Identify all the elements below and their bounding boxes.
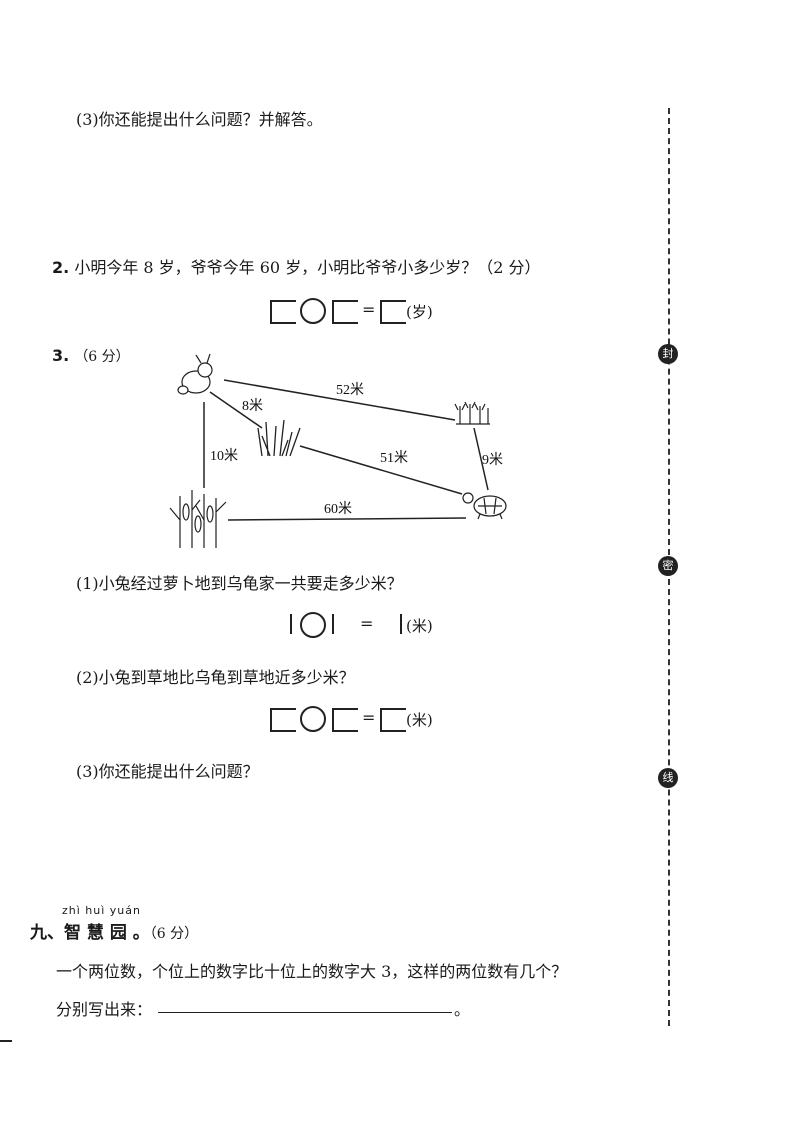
binding-badge-2: 密 — [658, 556, 678, 576]
q3-heading: 3. （6 分） — [52, 346, 130, 366]
line-rabbit-grass — [209, 391, 263, 429]
q2-unit: (岁) — [406, 303, 433, 321]
section9-pinyin: zhì huì yuán — [62, 904, 141, 917]
q3-sub1-answer-box-3[interactable] — [400, 614, 408, 634]
section9-title: 九、智 慧 园 。 — [30, 923, 150, 943]
q2-operator-circle[interactable] — [300, 298, 326, 324]
q3-sub2-unit: (米) — [406, 711, 433, 729]
radish-field-icon — [454, 401, 490, 425]
q3-sub3-text: (3)你还能提出什么问题？ — [76, 762, 259, 781]
q3-sub2-answer-box-2[interactable] — [332, 708, 358, 732]
q3-sub2-operator-circle[interactable] — [300, 706, 326, 732]
binding-badge-3: 线 — [658, 768, 678, 788]
label-radish-turtle: 9米 — [482, 452, 503, 468]
q3-sub2-answer-box-1[interactable] — [270, 708, 296, 732]
section9-score: （6 分） — [149, 926, 199, 942]
label-rabbit-turtle: 52米 — [336, 382, 364, 398]
q3-sub1-text: (1)小兔经过萝卜地到乌龟家一共要走多少米？ — [76, 574, 403, 593]
q1-sub3-text: (3)你还能提出什么问题？并解答。 — [76, 110, 323, 129]
label-grass-turtle: 51米 — [380, 450, 408, 466]
q3-sub2-answer-box-3[interactable] — [380, 708, 406, 732]
q2-text: 小明今年 8 岁，爷爷今年 60 岁，小明比爷爷小多少岁？（2 分） — [74, 258, 541, 277]
q2-answer-box-3[interactable] — [380, 300, 406, 324]
q3-number: 3. — [52, 346, 70, 365]
label-rabbit-corn: 10米 — [210, 448, 238, 464]
page-corner-mark — [0, 1040, 12, 1042]
section9-heading: 九、智 慧 园 。（6 分） — [30, 918, 198, 943]
rabbit-icon — [177, 353, 213, 395]
section9-answer-line[interactable] — [158, 1012, 452, 1013]
turtle-icon — [462, 492, 507, 520]
q2-equals-sign: = — [362, 300, 376, 319]
line-corn-turtle — [227, 517, 467, 521]
label-corn-turtle: 60米 — [324, 501, 352, 517]
q2-answer-box-2[interactable] — [332, 300, 358, 324]
q3-score: （6 分） — [74, 349, 130, 365]
section9-end-mark: 。 — [454, 1000, 471, 1019]
line-radish-turtle — [473, 427, 489, 491]
q3-sub1-unit: (米) — [406, 617, 433, 635]
q3-sub1-answer-box-1[interactable] — [290, 614, 298, 634]
section9-question: 一个两位数，个位上的数字比十位上的数字大 3，这样的两位数有几个？ — [56, 962, 568, 981]
q3-sub1-equals-sign: = — [360, 614, 374, 633]
corn-field-icon — [169, 490, 227, 548]
q3-sub2-text: (2)小兔到草地比乌龟到草地近多少米？ — [76, 668, 355, 687]
binding-badge-1: 封 — [658, 344, 678, 364]
q3-sub2-equals-sign: = — [362, 708, 376, 727]
line-rabbit-turtle — [223, 379, 456, 421]
q2-number: 2. — [52, 258, 70, 277]
grass-icon — [257, 419, 301, 457]
q3-sub1-answer-box-2[interactable] — [332, 614, 340, 634]
q3-sub1-operator-circle[interactable] — [300, 612, 326, 638]
q2-heading: 2. 小明今年 8 岁，爷爷今年 60 岁，小明比爷爷小多少岁？（2 分） — [52, 254, 540, 278]
section9-prompt: 分别写出来： — [56, 1000, 153, 1019]
q2-answer-box-1[interactable] — [270, 300, 296, 324]
line-grass-turtle — [299, 445, 463, 495]
label-rabbit-grass: 8米 — [242, 398, 263, 414]
